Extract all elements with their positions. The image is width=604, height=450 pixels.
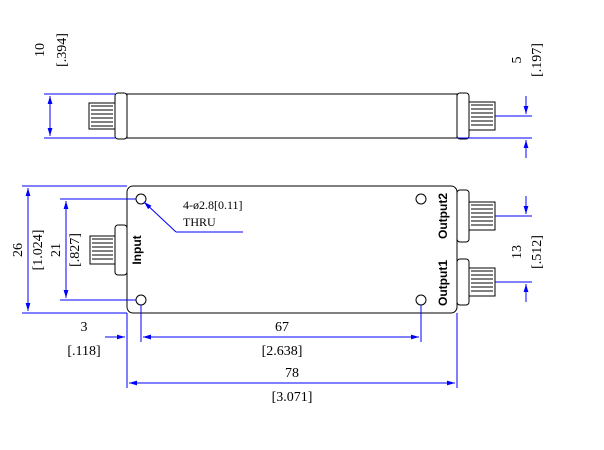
mount-hole-top-right <box>415 193 427 205</box>
length-in: [3.071] <box>272 390 313 405</box>
port-output2-label: Output2 <box>436 193 450 239</box>
port-output1-label: Output1 <box>436 260 450 306</box>
side-height-in: [.394] <box>55 33 70 67</box>
side-view: 10 [.394] 5 [.197] <box>33 33 545 158</box>
side-left-cap <box>114 92 128 140</box>
input-connector <box>89 224 128 276</box>
output-spacing-mm: 13 <box>510 245 525 259</box>
top-height-mm: 26 <box>11 243 26 257</box>
output2-connector <box>456 189 496 243</box>
side-body <box>126 93 458 139</box>
mount-hole-bottom-right <box>415 294 427 306</box>
side-right-connector <box>468 101 496 131</box>
top-height-in: [1.024] <box>31 230 46 271</box>
side-offset-mm: 5 <box>510 57 525 64</box>
top-body <box>126 185 458 314</box>
hole-span-h-mm: 67 <box>275 320 289 335</box>
hole-span-v-in: [.827] <box>68 233 83 267</box>
port-input-label: Input <box>130 235 144 264</box>
hole-span-h-in: [2.638] <box>262 344 303 359</box>
top-view: Input Output2 Output1 4-ø2.8[0.11] THRU … <box>11 185 545 405</box>
hole-note-line1: 4-ø2.8[0.11] <box>183 198 243 212</box>
hole-note-line2: THRU <box>183 215 216 229</box>
hole-offset-in: [.118] <box>67 344 100 359</box>
length-mm: 78 <box>285 366 299 381</box>
side-height-mm: 10 <box>33 43 48 57</box>
hole-offset-mm: 3 <box>81 320 88 335</box>
output1-connector <box>456 258 496 306</box>
hole-span-v-mm: 21 <box>49 243 64 257</box>
output-spacing-in: [.512] <box>530 235 545 269</box>
mount-hole-bottom-left <box>135 294 147 306</box>
side-left-connector <box>88 102 116 130</box>
side-offset-in: [.197] <box>530 43 545 77</box>
side-right-cap <box>456 92 470 140</box>
